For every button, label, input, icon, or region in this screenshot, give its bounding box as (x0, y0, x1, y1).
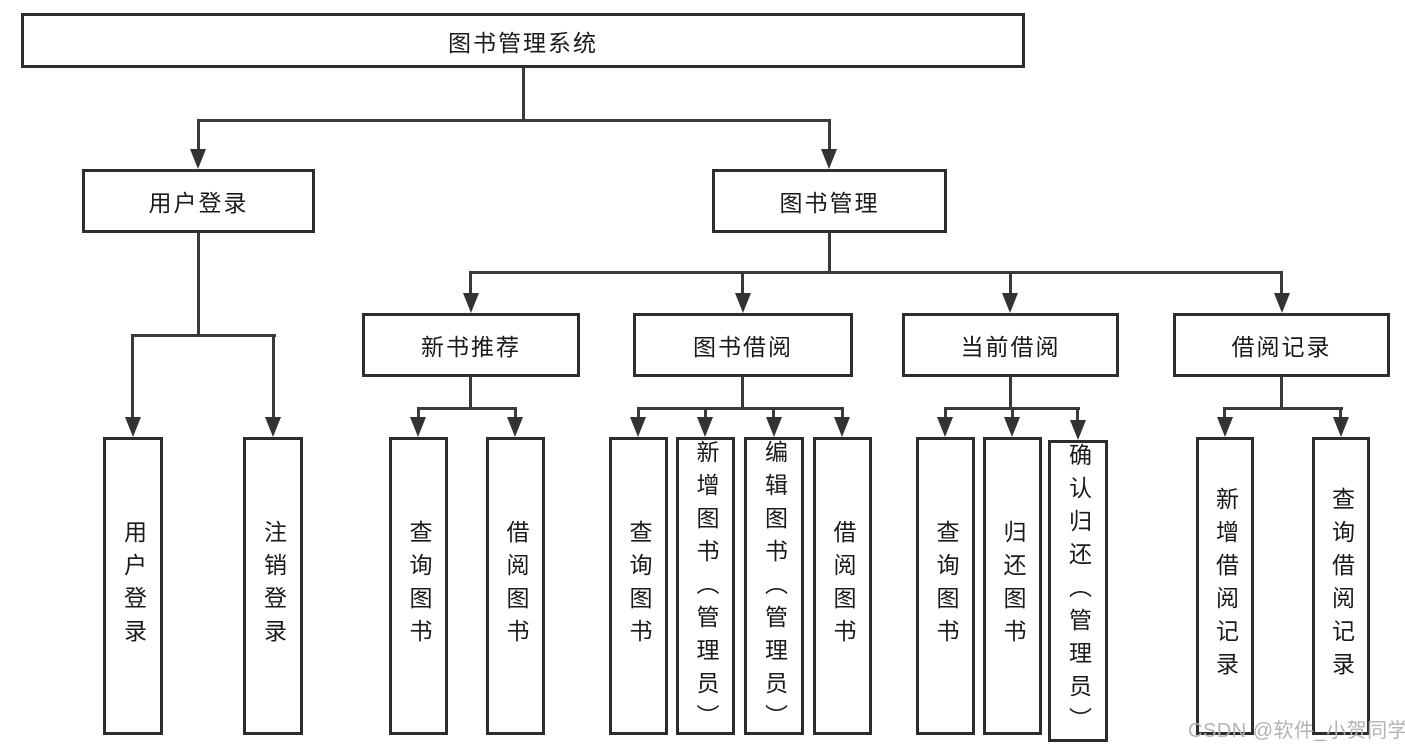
arrow-down-icon (190, 149, 206, 169)
leaf-return-book: 归还图书 (983, 437, 1042, 735)
leaf-borrow-books-borrowing: 借阅图书 (813, 437, 872, 735)
connector-line (704, 407, 707, 419)
node-book-borrowing: 图书借阅 (633, 313, 853, 377)
leaf-label: 用户登录 (120, 520, 147, 652)
leaf-label: 新增借阅记录 (1212, 487, 1239, 685)
arrow-down-icon (1004, 417, 1020, 437)
leaf-label: 查询借阅记录 (1328, 487, 1355, 685)
leaf-label: 确认归还（管理员） (1065, 443, 1092, 740)
connector-line (1339, 407, 1342, 419)
leaf-label: 查询图书 (626, 520, 652, 652)
arrow-down-icon (1217, 417, 1233, 437)
connector-line (1280, 271, 1283, 295)
leaf-confirm-return-admin: 确认归还（管理员） (1048, 440, 1108, 742)
arrow-down-icon (1333, 417, 1349, 437)
connector-line (469, 377, 472, 409)
leaf-label: 新增图书（管理员） (693, 440, 719, 737)
leaf-label: 归还图书 (1000, 520, 1026, 652)
arrow-down-icon (125, 417, 141, 437)
leaf-add-book-admin: 新增图书（管理员） (676, 437, 735, 737)
arrow-down-icon (463, 293, 479, 313)
leaf-label: 查询图书 (406, 520, 432, 652)
leaf-label: 借阅图书 (830, 520, 856, 652)
connector-line (1280, 377, 1283, 409)
connector-line (131, 334, 134, 419)
connector-line (828, 233, 831, 273)
connector-line (637, 407, 844, 410)
connector-line (514, 407, 517, 419)
leaf-edit-book-admin: 编辑图书（管理员） (744, 437, 804, 737)
arrow-down-icon (735, 293, 751, 313)
node-current-borrowing: 当前借阅 (902, 313, 1119, 377)
arrow-down-icon (1274, 293, 1290, 313)
arrow-down-icon (834, 417, 850, 437)
leaf-add-borrow-record: 新增借阅记录 (1196, 437, 1254, 735)
connector-line (944, 407, 947, 419)
leaf-query-borrow-record: 查询借阅记录 (1312, 437, 1370, 735)
arrow-down-icon (697, 417, 713, 437)
arrow-down-icon (265, 417, 281, 437)
arrow-down-icon (821, 149, 837, 169)
node-book-management: 图书管理 (712, 169, 947, 233)
leaf-label: 借阅图书 (503, 520, 529, 652)
arrow-down-icon (630, 417, 646, 437)
connector-line (417, 407, 420, 419)
leaf-borrow-books-recommend: 借阅图书 (486, 437, 545, 735)
connector-line (1009, 377, 1012, 409)
arrow-down-icon (410, 417, 426, 437)
connector-line (197, 119, 200, 151)
leaf-logout: 注销登录 (243, 437, 303, 735)
node-borrowing-records: 借阅记录 (1173, 313, 1390, 377)
node-new-book-recommendation: 新书推荐 (362, 313, 580, 377)
leaf-label: 注销登录 (260, 520, 287, 652)
connector-line (469, 271, 472, 295)
connector-line (131, 334, 276, 337)
arrow-down-icon (1002, 293, 1018, 313)
connector-line (637, 407, 640, 419)
connector-line (522, 68, 525, 121)
connector-line (741, 271, 744, 295)
connector-line (1223, 407, 1226, 419)
connector-line (469, 271, 1283, 274)
connector-line (1223, 407, 1343, 410)
leaf-query-books-borrowing: 查询图书 (609, 437, 668, 735)
connector-line (1011, 407, 1014, 419)
node-user-login: 用户登录 (82, 169, 315, 233)
node-library-management-system: 图书管理系统 (21, 13, 1025, 68)
arrow-down-icon (1070, 420, 1086, 440)
connector-line (841, 407, 844, 419)
arrow-down-icon (766, 417, 782, 437)
leaf-query-books-current: 查询图书 (916, 437, 975, 735)
connector-line (417, 407, 517, 410)
connector-line (828, 119, 831, 151)
arrow-down-icon (937, 417, 953, 437)
connector-line (1076, 407, 1079, 422)
connector-line (272, 334, 275, 419)
leaf-label: 查询图书 (933, 520, 959, 652)
arrow-down-icon (507, 417, 523, 437)
csdn-watermark: CSDN @软件_小贺同学 (1188, 720, 1405, 742)
leaf-user-login: 用户登录 (103, 437, 163, 735)
connector-line (1009, 271, 1012, 295)
connector-line (197, 233, 200, 336)
connector-line (741, 377, 744, 409)
leaf-query-books-recommend: 查询图书 (389, 437, 448, 735)
connector-line (772, 407, 775, 419)
connector-line (197, 119, 831, 122)
leaf-label: 编辑图书（管理员） (761, 440, 788, 737)
